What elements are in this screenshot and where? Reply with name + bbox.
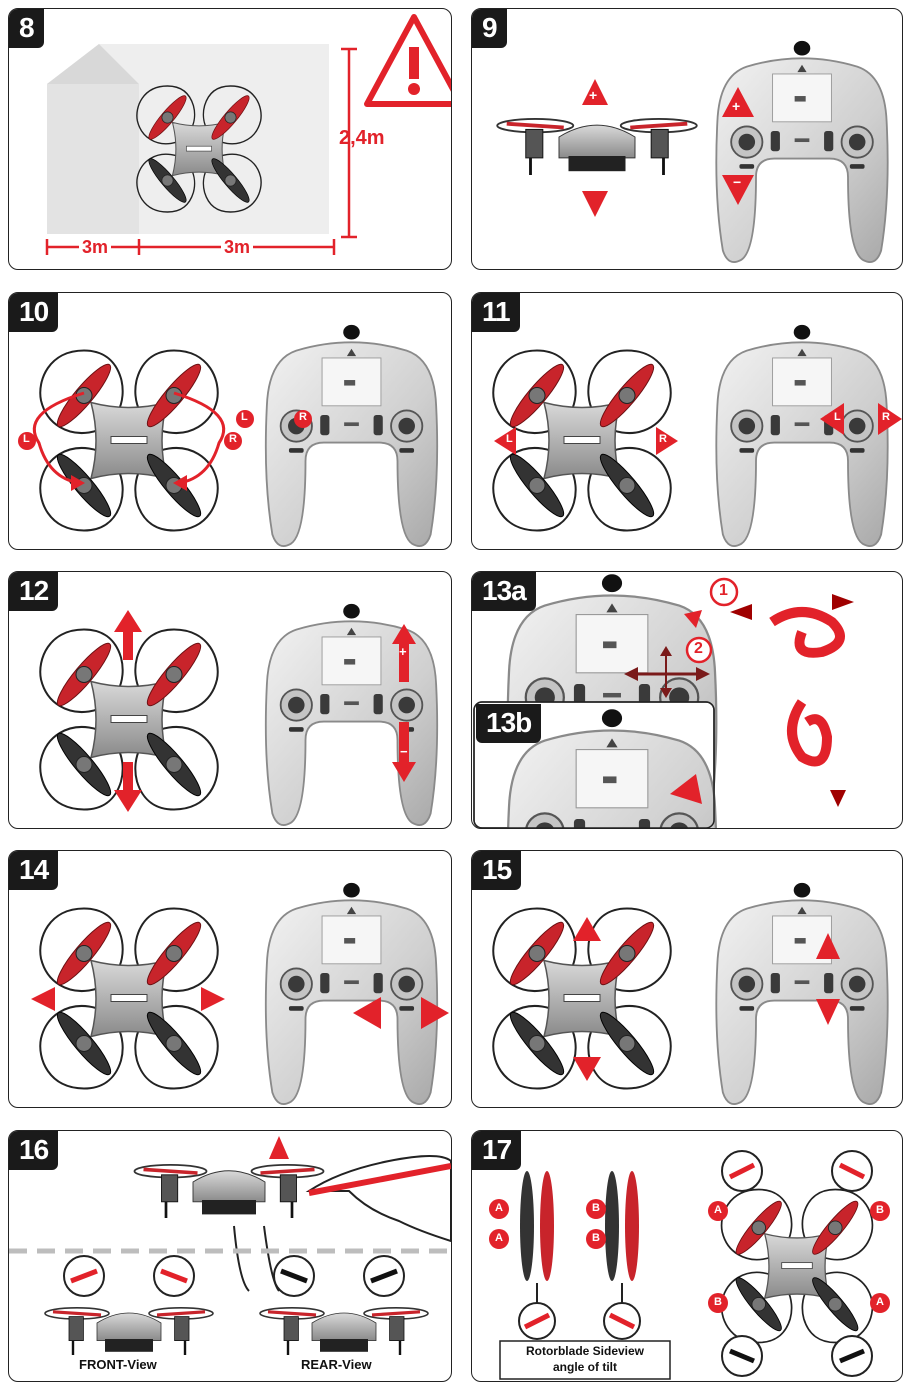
step-number: 15 [472, 851, 521, 890]
drone-icon [135, 1165, 324, 1218]
width-label-right: 3m [221, 237, 253, 258]
step-circle-1: 1 [719, 582, 728, 600]
step-number: 16 [9, 1131, 58, 1170]
step-number: 9 [472, 9, 507, 48]
right-label: R [882, 411, 890, 423]
panel-9: 9 + + − [471, 8, 903, 270]
panel-14: 14 [8, 850, 452, 1108]
blade-label-b: B [876, 1204, 884, 1216]
drone-icon [497, 119, 697, 175]
panel-16: 16 FRONT-View REAR-View [8, 1130, 452, 1382]
arrow-icon [31, 987, 55, 1011]
pitch-diagram [9, 572, 451, 828]
front-view-label: FRONT-View [79, 1357, 157, 1372]
blade-label-b: B [592, 1232, 600, 1244]
blade-label-a: A [714, 1204, 722, 1216]
step-circle-2: 2 [694, 640, 703, 658]
rotorblade-caption-line1: Rotorblade Sideview [507, 1344, 663, 1358]
minus-sign: − [733, 174, 741, 190]
trim-diagram [9, 1131, 451, 1381]
arrow-icon [573, 1057, 601, 1081]
arrow-icon [582, 191, 608, 217]
step-number: 11 [472, 293, 520, 332]
room-diagram [9, 9, 451, 269]
step-number: 8 [9, 9, 44, 48]
arrow-icon [114, 610, 142, 632]
drone-icon [45, 1308, 213, 1355]
panel-13: 13a 1 2 13b [471, 571, 903, 829]
flip-diagram [472, 572, 902, 828]
blade-label-a: A [495, 1202, 503, 1214]
controller-icon [266, 325, 437, 546]
drone-icon [493, 351, 670, 531]
yaw-diagram [9, 293, 451, 549]
panel-15: 15 [471, 850, 903, 1108]
minus-sign: − [400, 744, 408, 759]
drone-icon [722, 1190, 873, 1343]
step-number: 17 [472, 1131, 521, 1170]
drone-icon [260, 1308, 428, 1355]
left-label: L [506, 433, 513, 445]
arrow-icon [573, 917, 601, 941]
strafe-diagram [9, 851, 451, 1107]
blade-label-a: A [495, 1232, 503, 1244]
forward-diagram [472, 851, 902, 1107]
plus-sign: + [399, 644, 407, 659]
plus-sign: + [732, 98, 740, 114]
panel-8: 8 2,4m 3m 3m [8, 8, 452, 270]
panel-10: 10 L R L R [8, 292, 452, 550]
panel-11: 11 L R L R [471, 292, 903, 550]
panel-12: 12 + − [8, 571, 452, 829]
step-number: 10 [9, 293, 58, 332]
rear-view-label: REAR-View [301, 1357, 372, 1372]
step-number: 13a [472, 572, 536, 611]
controller-icon [716, 41, 887, 262]
throttle-diagram [472, 9, 902, 269]
arrow-icon [114, 790, 142, 812]
step-number: 14 [9, 851, 58, 890]
blade-label-a: A [876, 1296, 884, 1308]
controller-icon [716, 883, 887, 1104]
step-number: 12 [9, 572, 58, 611]
plus-sign: + [589, 87, 597, 103]
right-label: R [229, 433, 237, 445]
left-label: L [241, 411, 248, 423]
left-label: L [23, 433, 30, 445]
right-label: R [659, 433, 667, 445]
blade-label-b: B [592, 1202, 600, 1214]
controller-icon [266, 883, 437, 1104]
width-label-left: 3m [79, 237, 111, 258]
step-number-13b: 13b [476, 704, 541, 743]
arrow-icon [269, 1136, 289, 1159]
drone-icon [40, 909, 217, 1089]
left-label: L [834, 411, 841, 423]
rotorblade-caption-line2: angle of tilt [507, 1360, 663, 1374]
panel-17: 17 A A B B A B B A Rotorblade Sidevi [471, 1130, 903, 1382]
arrow-icon [816, 999, 840, 1025]
controller-icon [716, 325, 887, 546]
right-label: R [299, 411, 307, 423]
height-label: 2,4m [339, 127, 385, 150]
warning-icon [367, 17, 451, 104]
arrow-icon [201, 987, 225, 1011]
arrow-icon [353, 997, 381, 1029]
drone-icon [40, 351, 217, 531]
blade-label-b: B [714, 1296, 722, 1308]
